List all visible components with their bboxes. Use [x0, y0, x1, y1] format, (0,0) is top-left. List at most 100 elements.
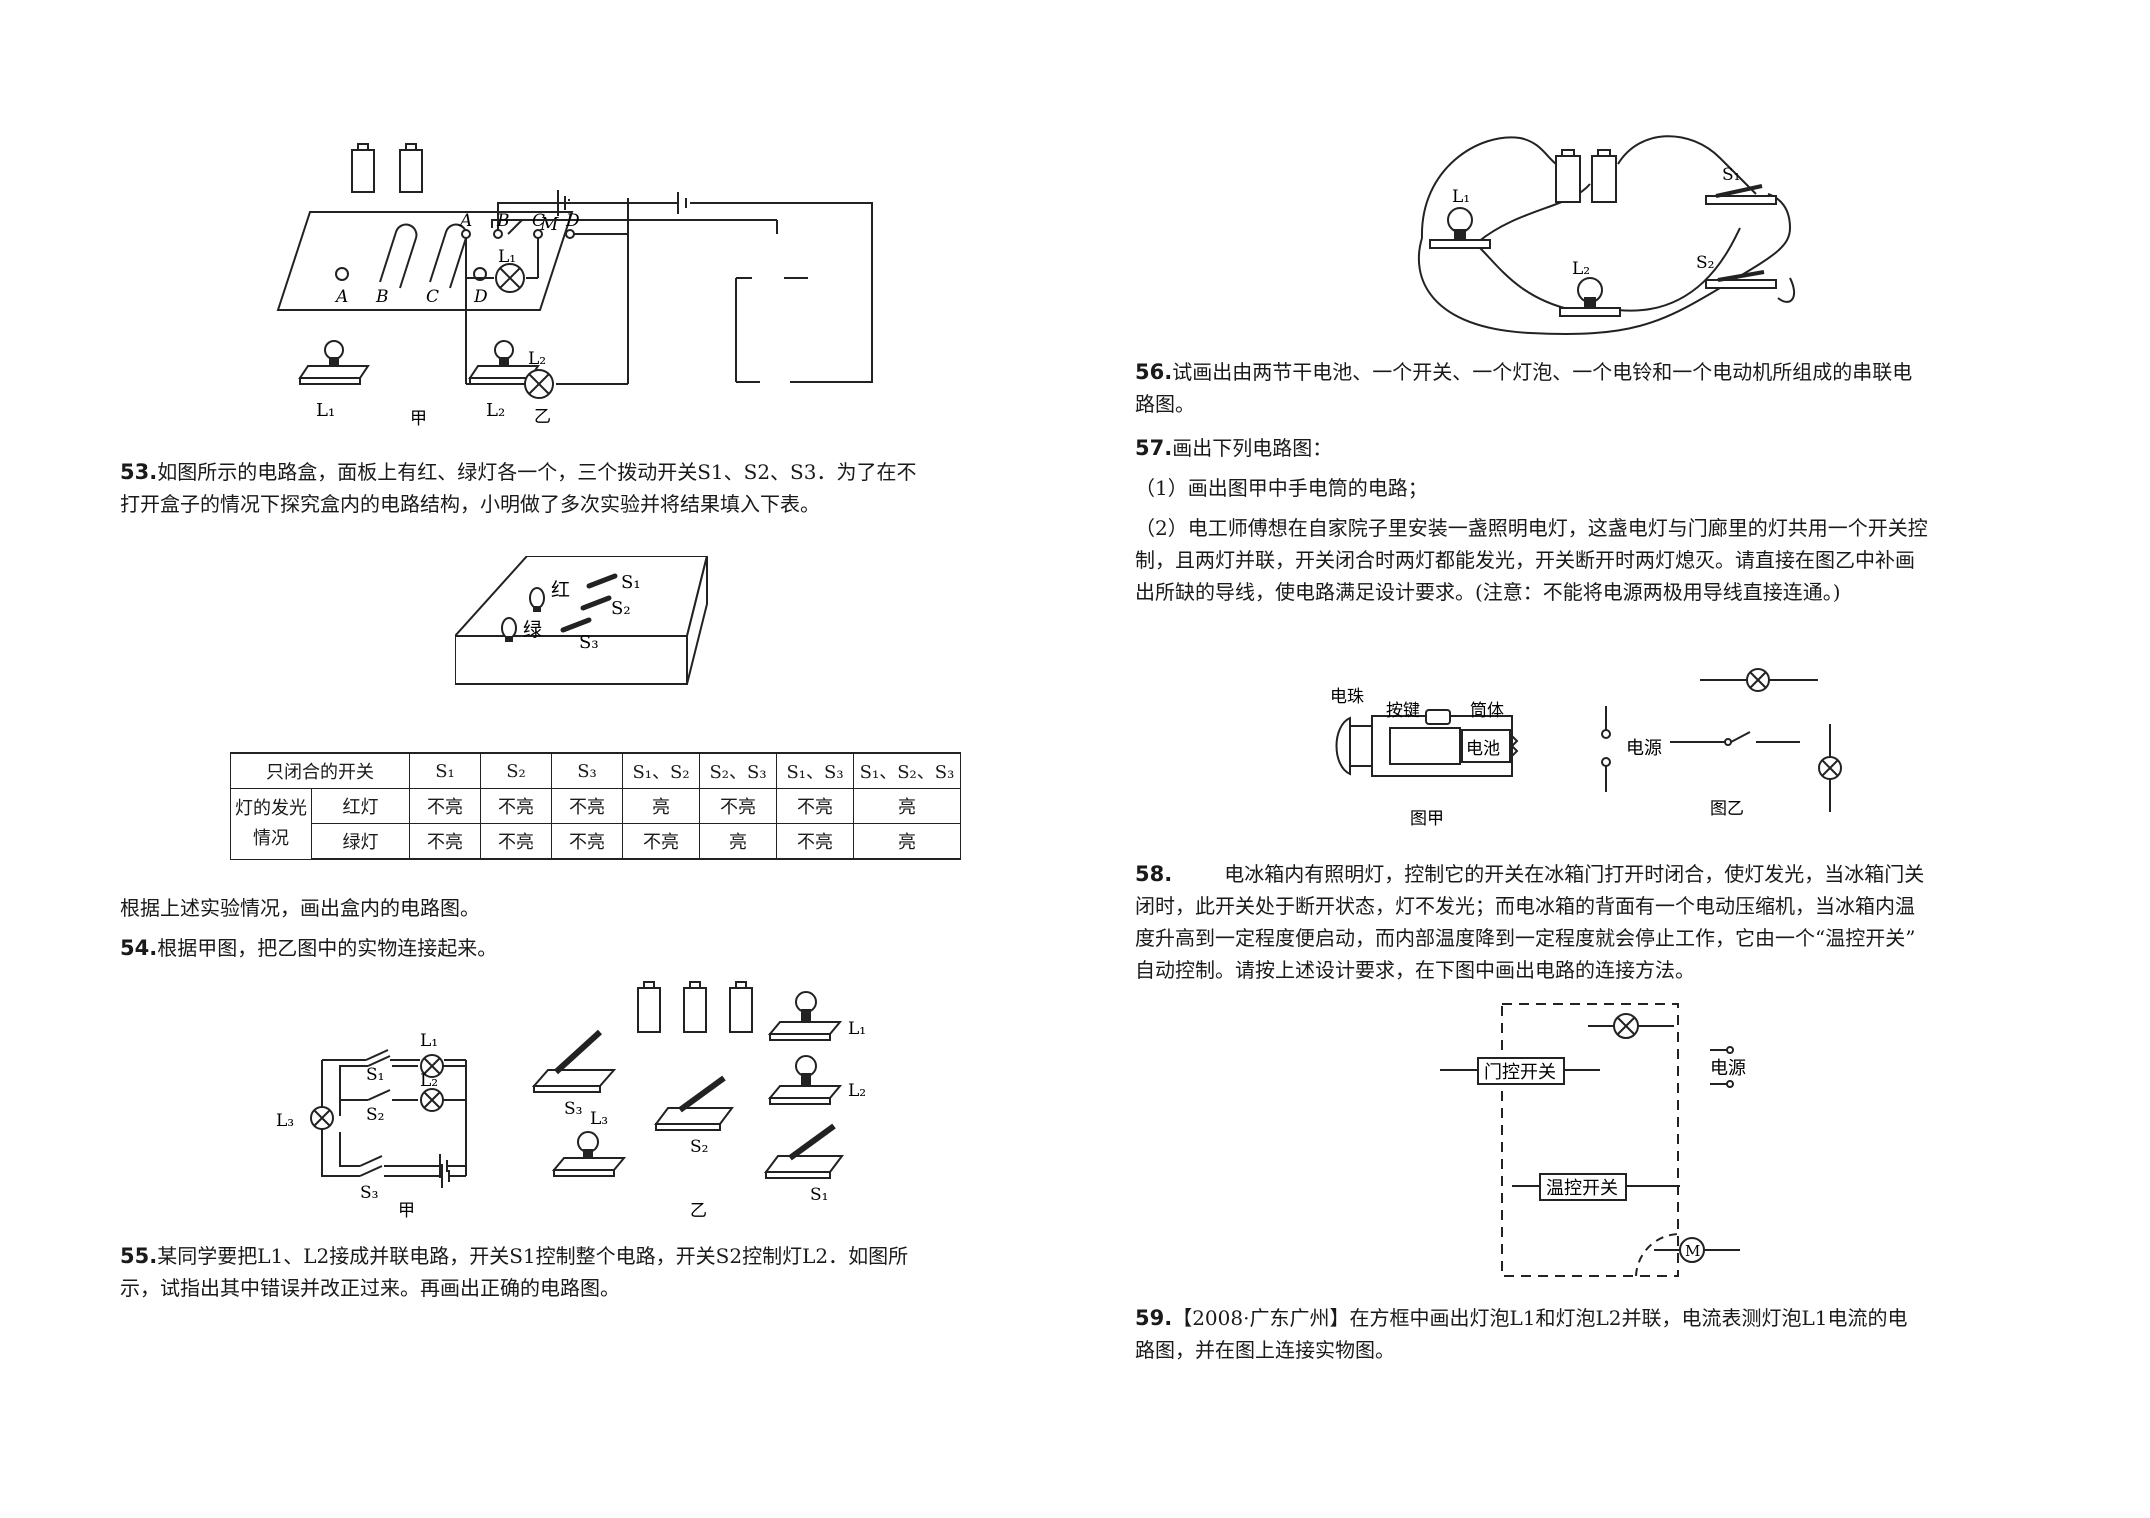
q58-figure: 门控开关 温控开关 电源 M: [1440, 1003, 1746, 1277]
label-tube: 筒体: [1470, 701, 1504, 721]
q57-sub2b: 制，且两灯并联，开关闭合时两灯都能发光，开关断开时两灯熄灭。请直接在图乙中补画: [1135, 548, 1915, 572]
q56-number: 56.: [1135, 360, 1173, 384]
q57-line: 57.画出下列电路图：: [1135, 432, 1332, 464]
source-terminal-bottom: [1726, 1080, 1734, 1088]
table-row: 灯的发光情况 红灯 不亮 不亮 不亮 亮 不亮 不亮 亮: [230, 788, 961, 860]
q55-switch-S1-icon: [1705, 184, 1777, 205]
label-battery: 电池: [1466, 739, 1500, 759]
q55-batteries: [1555, 149, 1617, 203]
toggle-switches: [560, 573, 618, 633]
q58-text1: 电冰箱内有照明灯，控制它的开关在冰箱门打开时闭合，使灯发光，当冰箱门关: [1224, 862, 1925, 886]
table-header-cell: 只闭合的开关: [230, 752, 410, 789]
q54-switch-S2-icon: [654, 1075, 734, 1131]
q54-label-S3: S₃: [360, 1183, 378, 1203]
q58-line3: 度升高到一定程度便启动，而内部温度降到一定程度就会停止工作，它由一个“温控开关”: [1135, 926, 1916, 950]
q54-lamp-L2-icon: [767, 1055, 843, 1105]
q54-label-S1: S₁: [366, 1065, 384, 1085]
box-label-S3: S₃: [579, 632, 599, 653]
q56-text1: 试画出由两节干电池、一个开关、一个灯泡、一个电铃和一个电动机所组成的串联电: [1172, 360, 1913, 384]
q54-label-jia: 甲: [398, 1201, 415, 1221]
q59-number: 59.: [1135, 1306, 1173, 1330]
label-L2: L₂: [486, 400, 505, 421]
label-figyi: 图乙: [1710, 799, 1744, 819]
node-B: [493, 229, 503, 239]
table-cell: 不亮: [699, 788, 777, 824]
q54-switch-S1-icon: [764, 1123, 844, 1179]
yi-label-C: C: [532, 211, 545, 231]
q55-lamp-L1-icon: [1429, 207, 1491, 249]
q57-number: 57.: [1135, 436, 1173, 460]
label-yi: 乙: [534, 407, 551, 427]
table-header-row: 只闭合的开关 S₁ S₂ S₃ S₁、S₂ S₂、S₃ S₁、S₃ S₁、S₂、…: [230, 752, 961, 789]
q57-text: 画出下列电路图：: [1172, 436, 1333, 460]
table-cell: 亮: [853, 823, 961, 860]
q55-line1: 55.某同学要把L1、L2接成并联电路，开关S1控制整个电路，开关S2控制灯L2…: [120, 1240, 908, 1272]
table-cell: 不亮: [409, 823, 481, 860]
table-cell: 不亮: [480, 823, 552, 860]
table-header-cell: S₃: [551, 752, 623, 789]
q56-line2: 路图。: [1135, 392, 1195, 416]
q59-text1: 【2008·广东广州】在方框中画出灯泡L1和灯泡L2并联，电流表测灯泡L1电流的…: [1172, 1306, 1908, 1330]
q54-label-L3: L₃: [276, 1111, 294, 1131]
q55-number: 55.: [120, 1244, 158, 1268]
q58-line4: 自动控制。请按上述设计要求，在下图中画出电路的连接方法。: [1135, 958, 1695, 982]
q55-line2: 示，试指出其中错误并改正过来。再画出正确的电路图。: [120, 1276, 620, 1300]
q54-label-S2: S₂: [366, 1105, 384, 1125]
table-cell: 不亮: [776, 823, 854, 860]
table-header-cell: S₂: [480, 752, 552, 789]
node-A: [461, 229, 471, 239]
source-terminal-top: [1726, 1046, 1734, 1054]
label-temp-switch: 温控开关: [1546, 1178, 1618, 1199]
q53-circuit-box: 红 绿 S₁ S₂ S₃: [455, 556, 709, 685]
label-A: A: [334, 287, 348, 307]
label-C: C: [426, 287, 439, 307]
box-label-S2: S₂: [611, 598, 631, 619]
table-cell: 不亮: [622, 823, 700, 860]
q57-figure: 电珠 按键 筒体 电池 图甲 电源 图乙: [1330, 668, 1842, 829]
q53-after: 根据上述实验情况，画出盒内的电路图。: [120, 896, 480, 920]
table-header-cell: S₁: [409, 752, 481, 789]
q59-line2: 路图，并在图上连接实物图。: [1135, 1338, 1395, 1362]
table-row-label: 绿灯: [311, 823, 410, 860]
q53-number: 53.: [120, 460, 158, 484]
q59-line1: 59.【2008·广东广州】在方框中画出灯泡L1和灯泡L2并联，电流表测灯泡L1…: [1135, 1302, 1907, 1334]
q54-schematic-lines: [321, 1049, 467, 1188]
q55-text1: 某同学要把L1、L2接成并联电路，开关S1控制整个电路，开关S2控制灯L2．如图…: [157, 1244, 909, 1268]
yi-label-A: A: [458, 211, 472, 231]
table-cell: 亮: [622, 788, 700, 824]
q58-line1: 58. 电冰箱内有照明灯，控制它的开关在冰箱门打开时闭合，使灯发光，当冰箱门关: [1135, 858, 1924, 890]
table-cell: 不亮: [551, 823, 623, 860]
circuit-yi-wires: [465, 190, 629, 385]
table-header-cell: S₁、S₂、S₃: [853, 752, 961, 789]
q57-sub2c: 出所缺的导线，使电路满足设计要求。(注意：不能将电源两极用导线直接连通。): [1135, 580, 1841, 604]
flashlight-icon: [1335, 709, 1519, 777]
q54-figure: L₁ L₂ L₃ S₁ S₂ S₃ 甲 L₁ L₂ L₃ S₃: [276, 981, 866, 1221]
node-C: [533, 229, 543, 239]
q55-lamp-L2-icon: [1559, 277, 1621, 317]
q54-yi-label-S3: S₃: [564, 1099, 582, 1119]
table-group-cell: 灯的发光情况: [230, 788, 312, 860]
table-header-cell: S₂、S₃: [699, 752, 777, 789]
table-cell: 亮: [853, 788, 961, 824]
q54-lamp-L3-icon: [551, 1131, 627, 1177]
label-key: 按键: [1386, 701, 1420, 721]
q55-figure: L₁ L₂ S₁ S₂: [1417, 135, 1796, 335]
bulb-red-icon: [529, 587, 545, 612]
yi-label-L2: L₂: [528, 349, 546, 369]
temp-switch-box: [1539, 1173, 1627, 1201]
table-cell: 不亮: [776, 788, 854, 824]
battery-icon: [351, 143, 423, 193]
table-cell: 不亮: [409, 788, 481, 824]
table-header-cell: S₁、S₂: [622, 752, 700, 789]
terminal-A: [335, 267, 349, 281]
door-switch-box: [1477, 1057, 1565, 1085]
circuit-yi: [491, 192, 873, 383]
q54-number: 54.: [120, 936, 158, 960]
table-header-cell: S₁、S₃: [776, 752, 854, 789]
label-source: 电源: [1626, 738, 1662, 759]
label-motor: M: [1685, 1242, 1700, 1260]
q54-yi-label-S2: S₂: [690, 1137, 708, 1157]
q58-line2: 闭时，此开关处于断开状态，灯不发光；而电冰箱的背面有一个电动压缩机，当冰箱内温: [1135, 894, 1915, 918]
q55-label-S1: S₁: [1722, 165, 1740, 185]
q58-number: 58.: [1135, 862, 1173, 886]
